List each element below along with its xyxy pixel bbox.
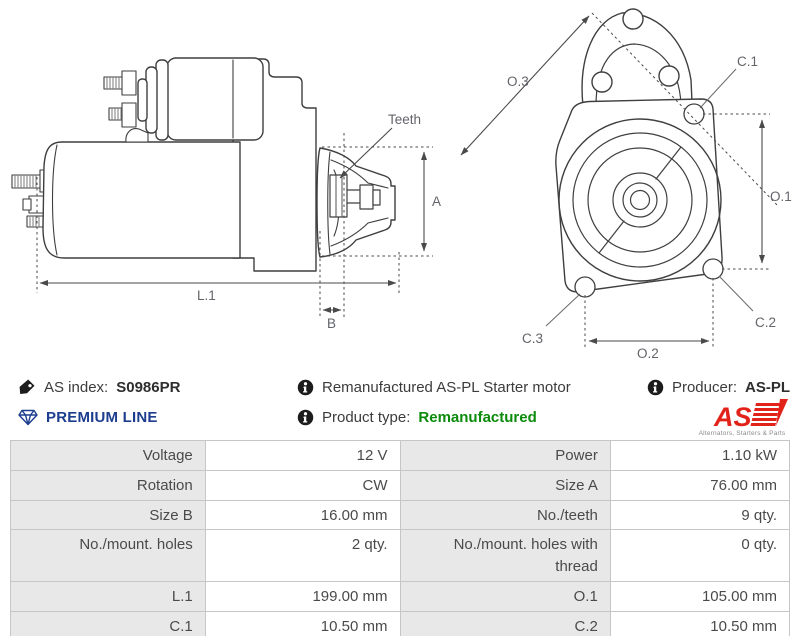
product-description-text: Remanufactured AS-PL Starter motor: [322, 378, 571, 396]
spec-value-cell: 1.10 kW: [609, 440, 791, 471]
spec-value-cell: 10.50 mm: [609, 610, 791, 636]
as-pl-logo-text: AS: [713, 402, 752, 432]
as-pl-logo: AS Alternators, Starters & Parts: [692, 398, 792, 438]
front-label-o1: O.1: [770, 189, 792, 204]
technical-drawings: Teeth A L.1 B: [11, 8, 792, 361]
spec-label-cell: C.2: [399, 610, 611, 636]
producer-label: Producer:: [671, 378, 737, 396]
spec-value-cell: 12 V: [204, 440, 401, 471]
front-label-c3: C.3: [522, 331, 543, 346]
spec-label-cell: O.1: [399, 580, 611, 612]
spec-value-cell: 76.00 mm: [609, 469, 791, 501]
spec-table: Voltage 12 V Power 1.10 kW Rotation CW S…: [10, 440, 791, 636]
as-index-value: S0986PR: [116, 378, 181, 396]
spec-label-cell: No./mount. holes with thread: [399, 529, 611, 582]
spec-value-cell: 9 qty.: [609, 499, 791, 531]
table-row: Voltage 12 V Power 1.10 kW: [10, 440, 791, 471]
table-row: C.1 10.50 mm C.2 10.50 mm: [10, 610, 791, 636]
spec-label-cell: Voltage: [10, 440, 206, 471]
diamond-icon: [18, 409, 38, 425]
side-label-a: A: [432, 194, 441, 209]
table-row: L.1 199.00 mm O.1 105.00 mm: [10, 580, 791, 612]
spec-label-cell: No./mount. holes: [10, 529, 206, 582]
premium-line: PREMIUM LINE: [18, 406, 158, 428]
spec-value-cell: 199.00 mm: [204, 580, 401, 612]
table-row: No./mount. holes 2 qty. No./mount. holes…: [10, 529, 791, 582]
spec-value-cell: 2 qty.: [204, 529, 401, 582]
spec-label-cell: Size A: [399, 469, 611, 501]
spec-value-cell: 105.00 mm: [609, 580, 791, 612]
spec-label-cell: Rotation: [10, 469, 206, 501]
as-index-label: AS index:: [44, 378, 109, 396]
as-pl-logo-stripes: [750, 399, 788, 426]
as-pl-logo-tagline: Alternators, Starters & Parts: [699, 430, 786, 437]
starter-side-view-drawing: [11, 57, 396, 272]
spec-value-cell: CW: [204, 469, 401, 501]
product-type: Product type: Remanufactured: [297, 406, 537, 428]
as-index: AS index: S0986PR: [18, 376, 180, 398]
spec-value-cell: 16.00 mm: [204, 499, 401, 531]
spec-label-cell: C.1: [10, 610, 206, 636]
product-type-value: Remanufactured: [418, 408, 537, 426]
spec-label-cell: Power: [399, 440, 611, 471]
side-label-teeth: Teeth: [388, 112, 421, 127]
product-info-bar: AS index: S0986PR PREMIUM LINE Remanufac…: [0, 374, 800, 438]
info-icon: [297, 379, 314, 395]
info-icon: [647, 379, 664, 395]
info-icon: [297, 409, 314, 425]
product-type-label: Product type:: [322, 408, 411, 426]
spec-label-cell: Size B: [10, 499, 206, 531]
spec-label-cell: L.1: [10, 580, 206, 612]
spec-label-cell: No./teeth: [399, 499, 611, 531]
front-label-o3: O.3: [507, 74, 529, 89]
product-description: Remanufactured AS-PL Starter motor: [297, 376, 571, 398]
spec-value-cell: 0 qty.: [609, 529, 791, 582]
spec-value-cell: 10.50 mm: [204, 610, 401, 636]
front-view-dimensions: [460, 12, 780, 348]
tag-icon: [19, 379, 35, 394]
table-row: Rotation CW Size A 76.00 mm: [10, 469, 791, 501]
front-label-c2: C.2: [755, 315, 776, 330]
starter-front-view-drawing: [555, 8, 724, 298]
side-label-l1: L.1: [197, 288, 216, 303]
premium-line-label: PREMIUM LINE: [46, 408, 158, 426]
producer: Producer: AS-PL: [647, 376, 790, 398]
table-row: Size B 16.00 mm No./teeth 9 qty.: [10, 499, 791, 531]
front-label-o2: O.2: [637, 346, 659, 361]
side-view-dimensions: [36, 127, 433, 317]
side-label-b: B: [327, 316, 336, 331]
front-label-c1: C.1: [737, 54, 758, 69]
producer-value: AS-PL: [745, 378, 790, 396]
